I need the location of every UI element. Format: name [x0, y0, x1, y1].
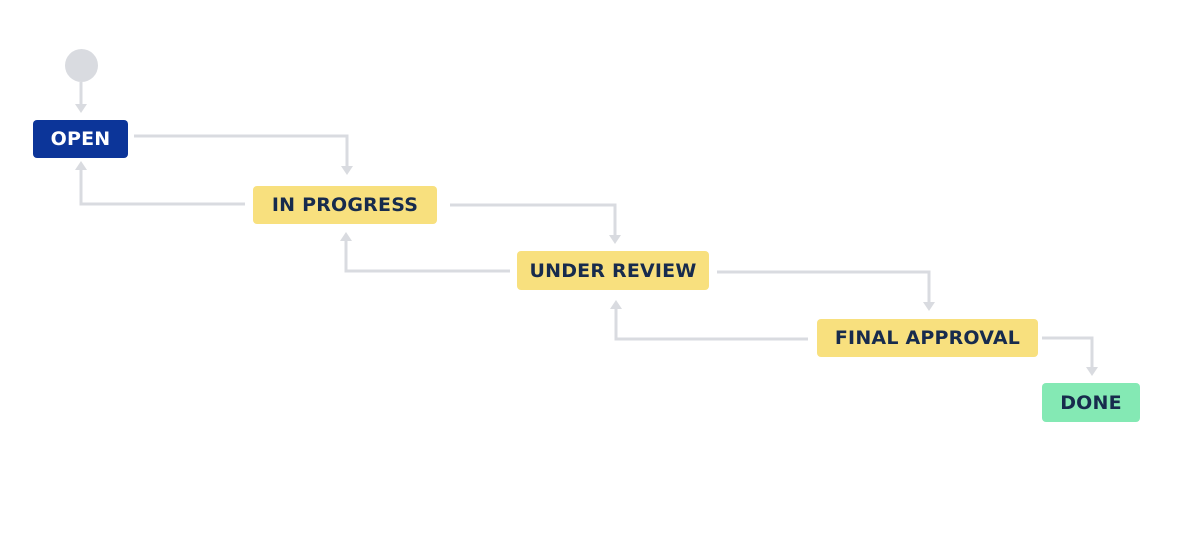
transition-in-progress-to-open [79, 170, 245, 206]
transition-in-progress-to-under-review [450, 203, 617, 235]
status-final-approval-label: FINAL APPROVAL [834, 327, 1021, 349]
status-open[interactable]: OPEN [33, 120, 128, 158]
arrowhead [1086, 367, 1098, 376]
status-final-approval[interactable]: FINAL APPROVAL [817, 319, 1038, 357]
status-open-label: OPEN [50, 128, 111, 150]
arrowhead [75, 104, 87, 113]
status-done-label: DONE [1060, 391, 1122, 414]
arrowhead [75, 161, 87, 170]
arrowhead [610, 300, 622, 309]
status-in-progress[interactable]: IN PROGRESS [253, 186, 437, 224]
start-node [65, 49, 98, 82]
transition-final-approval-to-under-review [614, 309, 808, 341]
transition-under-review-to-final-approval [717, 270, 931, 302]
transition-open-to-in-progress [134, 134, 349, 166]
status-under-review[interactable]: UNDER REVIEW [517, 251, 709, 290]
arrowhead [341, 166, 353, 175]
transition-under-review-to-in-progress [344, 241, 510, 273]
arrowhead [923, 302, 935, 311]
arrowhead [340, 232, 352, 241]
transition-final-approval-to-done [1042, 336, 1094, 367]
status-done[interactable]: DONE [1042, 383, 1140, 422]
arrowhead [609, 235, 621, 244]
status-under-review-label: UNDER REVIEW [529, 259, 697, 282]
status-in-progress-label: IN PROGRESS [271, 194, 419, 216]
